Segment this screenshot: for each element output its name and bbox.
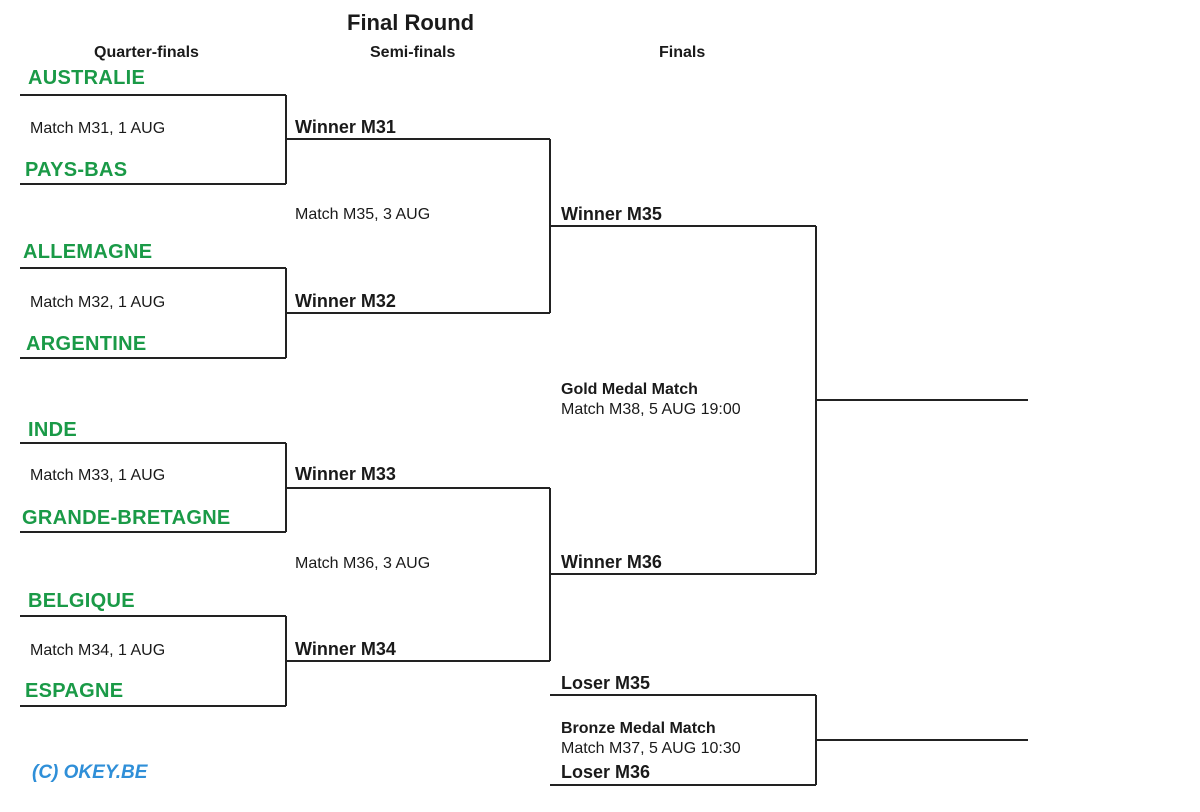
match-info: Match M32, 1 AUG: [30, 294, 166, 311]
match-info: Match M34, 1 AUG: [30, 642, 166, 659]
team-label: PAYS-BAS: [25, 159, 128, 181]
team-label: ESPAGNE: [25, 680, 124, 702]
team-label: ALLEMAGNE: [23, 241, 153, 263]
team-label: ARGENTINE: [26, 333, 147, 355]
page-title: Final Round: [347, 10, 475, 35]
match-info: Match M31, 1 AUG: [30, 120, 166, 137]
match-info: Match M35, 3 AUG: [295, 206, 431, 223]
team-label: AUSTRALIE: [28, 67, 146, 89]
gold-medal-label: Gold Medal Match: [561, 381, 698, 398]
slot-label: Winner M36: [561, 552, 662, 572]
match-info: Match M36, 3 AUG: [295, 555, 431, 572]
bronze-medal-label: Bronze Medal Match: [561, 720, 716, 737]
slot-label: Winner M32: [295, 291, 396, 311]
slot-label: Winner M33: [295, 464, 396, 484]
match-info: Match M37, 5 AUG 10:30: [561, 740, 741, 757]
team-label: GRANDE-BRETAGNE: [22, 507, 231, 529]
team-label: BELGIQUE: [28, 590, 135, 612]
match-info: Match M33, 1 AUG: [30, 467, 166, 484]
header-quarter-finals: Quarter-finals: [94, 44, 199, 61]
copyright-text: (C) OKEY.BE: [32, 762, 148, 783]
match-info: Match M38, 5 AUG 19:00: [561, 401, 741, 418]
slot-label: Loser M36: [561, 762, 651, 782]
slot-label: Winner M31: [295, 117, 396, 137]
slot-label: Winner M35: [561, 204, 662, 224]
slot-label: Winner M34: [295, 639, 396, 659]
team-label: INDE: [28, 419, 77, 441]
header-semi-finals: Semi-finals: [370, 44, 456, 61]
header-finals: Finals: [659, 44, 706, 61]
slot-label: Loser M35: [561, 673, 651, 693]
